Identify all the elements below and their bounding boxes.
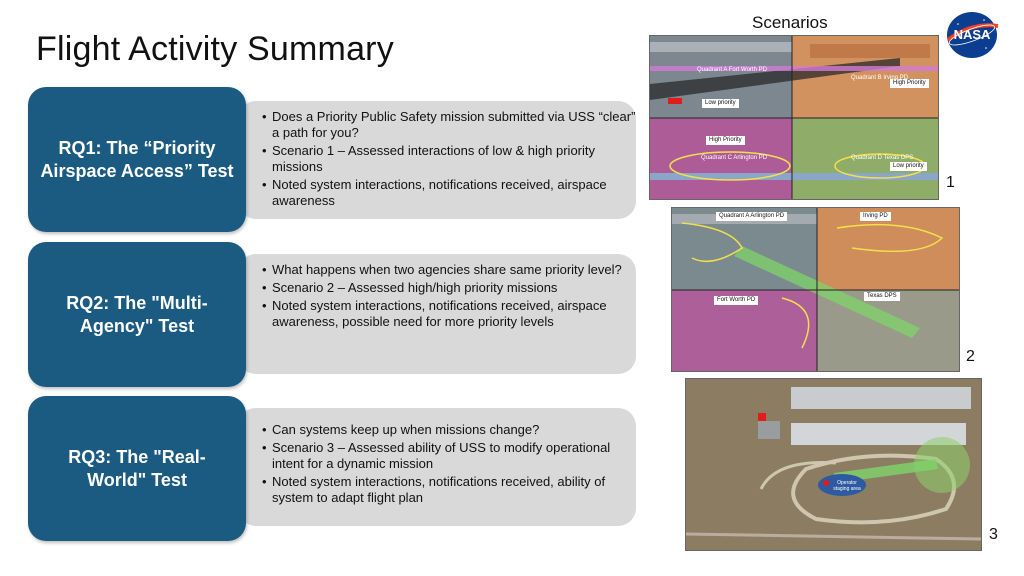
map1-high-priority-label-1: High Priority — [890, 79, 929, 88]
map1-high-priority-label-2: High Priority — [706, 136, 745, 145]
rq2-bullets-panel: What happens when two agencies share sam… — [238, 254, 636, 374]
rq1-bullet-2: Scenario 1 – Assessed interactions of lo… — [262, 143, 636, 175]
rq3-box: RQ3: The "Real-World" Test — [28, 396, 246, 541]
rq1-box: RQ1: The “Priority Airspace Access” Test — [28, 87, 246, 232]
map1-quadrant-d-label: Quadrant D Texas DPS — [851, 155, 914, 161]
map1-quadrant-c-label: Quadrant C Arlington PD — [701, 155, 768, 161]
map2-texas-dps-label: Texas DPS — [864, 292, 900, 301]
rq2-box: RQ2: The "Multi-Agency" Test — [28, 242, 246, 387]
rq3-label: RQ3: The "Real-World" Test — [68, 446, 206, 490]
rq2-bullet-3: Noted system interactions, notifications… — [262, 298, 636, 330]
rq1-bullet-1: Does a Priority Public Safety mission su… — [262, 109, 636, 141]
rq1-label: RQ1: The “Priority Airspace Access” Test — [40, 137, 234, 181]
rq3-bullet-1: Can systems keep up when missions change… — [262, 422, 636, 438]
rq1-bullet-3: Noted system interactions, notifications… — [262, 177, 636, 209]
map1-low-priority-label-1: Low priority — [702, 99, 739, 108]
scenario-1-number: 1 — [946, 174, 955, 191]
rq3-bullets-panel: Can systems keep up when missions change… — [238, 408, 636, 526]
scenario-2-number: 2 — [966, 348, 975, 365]
map2-fort-worth-pd-label: Fort Worth PD — [714, 296, 759, 305]
map3-staging-area-label: Operator staging area — [833, 480, 861, 492]
rq3-bullet-2: Scenario 3 – Assessed ability of USS to … — [262, 440, 636, 472]
map1-quadrant-b-label: Quadrant B Irving PD — [851, 75, 909, 81]
rq2-label: RQ2: The "Multi-Agency" Test — [66, 292, 208, 336]
map2-quadrant-a-label: Quadrant A Arlington PD — [716, 212, 788, 221]
rq2-row: What happens when two agencies share sam… — [28, 242, 636, 387]
scenario-1-map: Quadrant A Fort Worth PD Quadrant B Irvi… — [649, 35, 939, 200]
rq3-row: Can systems keep up when missions change… — [28, 396, 636, 541]
map1-low-priority-label-2: Low priority — [890, 162, 927, 171]
rq1-row: Does a Priority Public Safety mission su… — [28, 87, 636, 232]
rq1-bullets-panel: Does a Priority Public Safety mission su… — [238, 101, 636, 219]
map1-quadrant-a-label: Quadrant A Fort Worth PD — [697, 67, 767, 73]
rq2-bullet-1: What happens when two agencies share sam… — [262, 262, 636, 278]
map2-irving-pd-label: Irving PD — [860, 212, 891, 221]
scenario-3-number: 3 — [989, 526, 998, 543]
scenarios-heading: Scenarios — [752, 13, 828, 32]
scenario-2-map: Quadrant A Arlington PD Irving PD Fort W… — [671, 207, 960, 372]
nasa-logo-text: NASA — [954, 27, 991, 42]
scenario-3-map: Operator staging area — [685, 378, 982, 551]
nasa-logo: NASA — [944, 10, 1000, 60]
rq3-bullet-3: Noted system interactions, notifications… — [262, 474, 636, 506]
rq2-bullet-2: Scenario 2 – Assessed high/high priority… — [262, 280, 636, 296]
slide-title: Flight Activity Summary — [36, 30, 394, 68]
